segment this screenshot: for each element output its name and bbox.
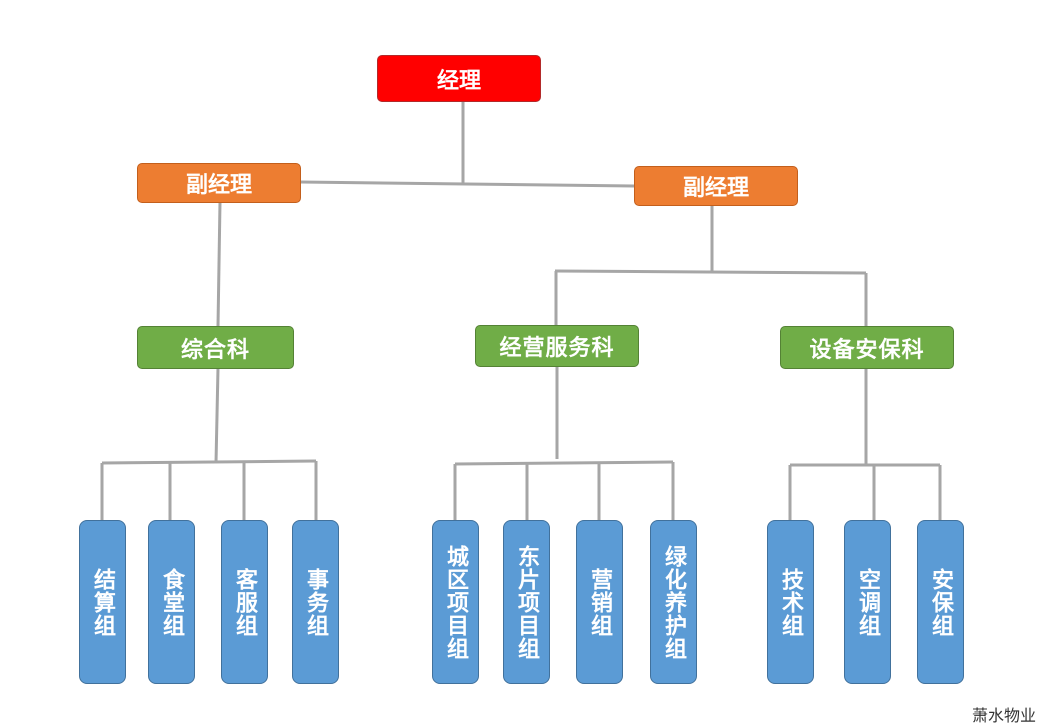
group-technical-box: 技术组 bbox=[767, 520, 814, 684]
department-operations-label: 经营服务科 bbox=[499, 336, 615, 361]
group-security-label: 安保组 bbox=[928, 567, 953, 637]
group-air-conditioning-label: 空调组 bbox=[855, 567, 880, 637]
group-greening-box: 绿化养护组 bbox=[650, 520, 697, 684]
group-east-project-label: 东片项目组 bbox=[514, 544, 539, 660]
deputy-manager-right-label: 副经理 bbox=[682, 176, 749, 201]
manager-label: 经理 bbox=[436, 68, 481, 94]
group-affairs-label: 事务组 bbox=[303, 567, 328, 637]
department-operations-box: 经营服务科 bbox=[475, 325, 639, 367]
group-air-conditioning-box: 空调组 bbox=[844, 520, 891, 684]
group-urban-project-box: 城区项目组 bbox=[432, 520, 479, 684]
group-security-box: 安保组 bbox=[917, 520, 964, 684]
group-marketing-box: 营销组 bbox=[576, 520, 623, 684]
department-security-label: 设备安保科 bbox=[809, 337, 925, 363]
department-security-box: 设备安保科 bbox=[780, 326, 954, 369]
group-settlement-label: 结算组 bbox=[90, 567, 115, 637]
group-settlement-box: 结算组 bbox=[79, 520, 126, 684]
department-comprehensive-box: 综合科 bbox=[137, 326, 294, 369]
group-marketing-label: 营销组 bbox=[587, 567, 612, 637]
group-greening-label: 绿化养护组 bbox=[661, 544, 686, 660]
group-customer-service-box: 客服组 bbox=[221, 520, 268, 684]
department-comprehensive-label: 综合科 bbox=[180, 337, 250, 363]
deputy-manager-left-box: 副经理 bbox=[137, 163, 301, 203]
manager-box: 经理 bbox=[377, 55, 541, 102]
deputy-manager-left-label: 副经理 bbox=[185, 173, 252, 198]
group-customer-service-label: 客服组 bbox=[232, 567, 257, 637]
group-canteen-label: 食堂组 bbox=[159, 567, 184, 637]
group-canteen-box: 食堂组 bbox=[148, 520, 195, 684]
group-east-project-box: 东片项目组 bbox=[503, 520, 550, 684]
deputy-manager-right-box: 副经理 bbox=[634, 166, 798, 206]
watermark-text: 萧水物业 bbox=[971, 706, 1036, 725]
group-urban-project-label: 城区项目组 bbox=[443, 544, 468, 660]
group-affairs-box: 事务组 bbox=[292, 520, 339, 684]
group-technical-label: 技术组 bbox=[778, 567, 803, 637]
